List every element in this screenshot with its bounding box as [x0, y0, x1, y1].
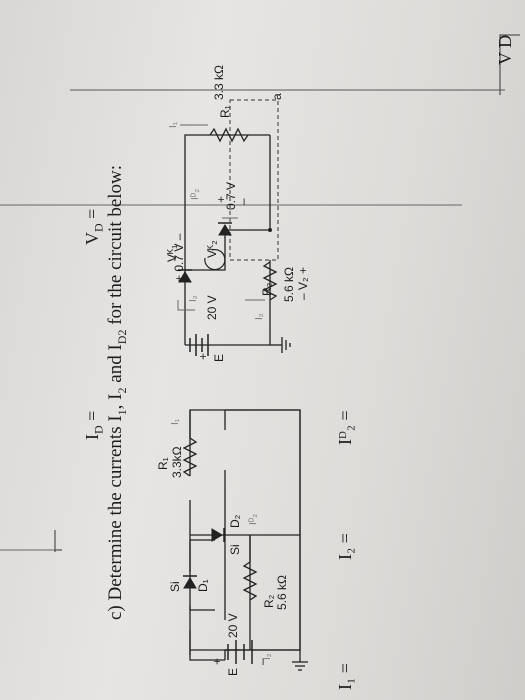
left-e-label: E [226, 667, 240, 676]
id2-answer-label: Iᴰ₂ = [335, 410, 355, 445]
right-v2-label: – V₂ + [296, 266, 310, 300]
right-node-a: a [270, 93, 284, 100]
right-e-label: E [212, 353, 226, 362]
left-wire-3 [189, 409, 301, 651]
right-r2-symbol [262, 261, 278, 301]
right-id2-current: Iᴰ₂ [190, 188, 201, 200]
right-r2-label: R₂ [260, 282, 274, 296]
left-d2-label: D₂ [228, 514, 242, 528]
left-ground [292, 650, 308, 671]
left-r1-value: 3.3kΩ [170, 446, 184, 478]
left-d1-mat: Si [168, 581, 182, 592]
right-e-value: 20 V [205, 295, 219, 320]
left-r2-value: 5.6 kΩ [275, 575, 289, 610]
vd-answer-label: VD = [82, 208, 106, 245]
right-battery [189, 334, 209, 356]
id-answer-label: ID = [82, 410, 106, 440]
right-vk2-label: Vᴷ₂ [205, 240, 219, 258]
left-r1-label: R₁ [156, 457, 170, 470]
left-r2-label: R₂ [262, 594, 276, 608]
right-i1-current: I₁ [168, 121, 179, 128]
i1-answer-label: I₁ = [335, 663, 355, 690]
left-d1-label: D₁ [196, 579, 210, 592]
right-vk2-minus: – [236, 198, 250, 205]
header-vd-label: V D [495, 34, 515, 65]
left-i2-current: I₂ [262, 653, 273, 660]
right-r1-label: R₁ [218, 105, 232, 118]
right-ground [270, 337, 291, 353]
left-r1-symbol [182, 410, 198, 477]
i2-answer-label: I₂ = [335, 533, 355, 560]
left-r2-symbol [242, 535, 258, 601]
vk1-diode-symbol [178, 269, 192, 283]
right-r1-value: 3.3 kΩ [212, 65, 226, 100]
right-r1-symbol [209, 127, 249, 143]
left-battery [227, 640, 253, 664]
current-arrows [177, 124, 265, 311]
left-i1-current: I₁ [170, 418, 181, 425]
left-d2-mat: Si [228, 544, 242, 555]
d2-diode-symbol [211, 528, 225, 542]
top-box-border [499, 34, 520, 95]
ground-stub [48, 530, 62, 552]
right-vk1-value: + 0.7 V – [172, 233, 186, 282]
right-r2-value: 5.6 kΩ [282, 267, 296, 302]
left-plus: + [210, 657, 224, 665]
dashed-region [229, 99, 279, 261]
d1-diode-symbol [183, 575, 197, 589]
loop-arrow-icon [204, 248, 226, 271]
left-e-value: 20 V [226, 613, 240, 638]
right-plus: + [196, 352, 210, 360]
question-text: c) Determine the currents I1, I2 and ID2… [105, 164, 129, 620]
right-i2-arrow-label: I₂ [188, 295, 199, 302]
left-id2-current: Iᴰ₂ [248, 513, 259, 525]
right-vk2-value: 0.7 V [224, 181, 238, 210]
right-i2-lower: I₂ [254, 313, 265, 320]
